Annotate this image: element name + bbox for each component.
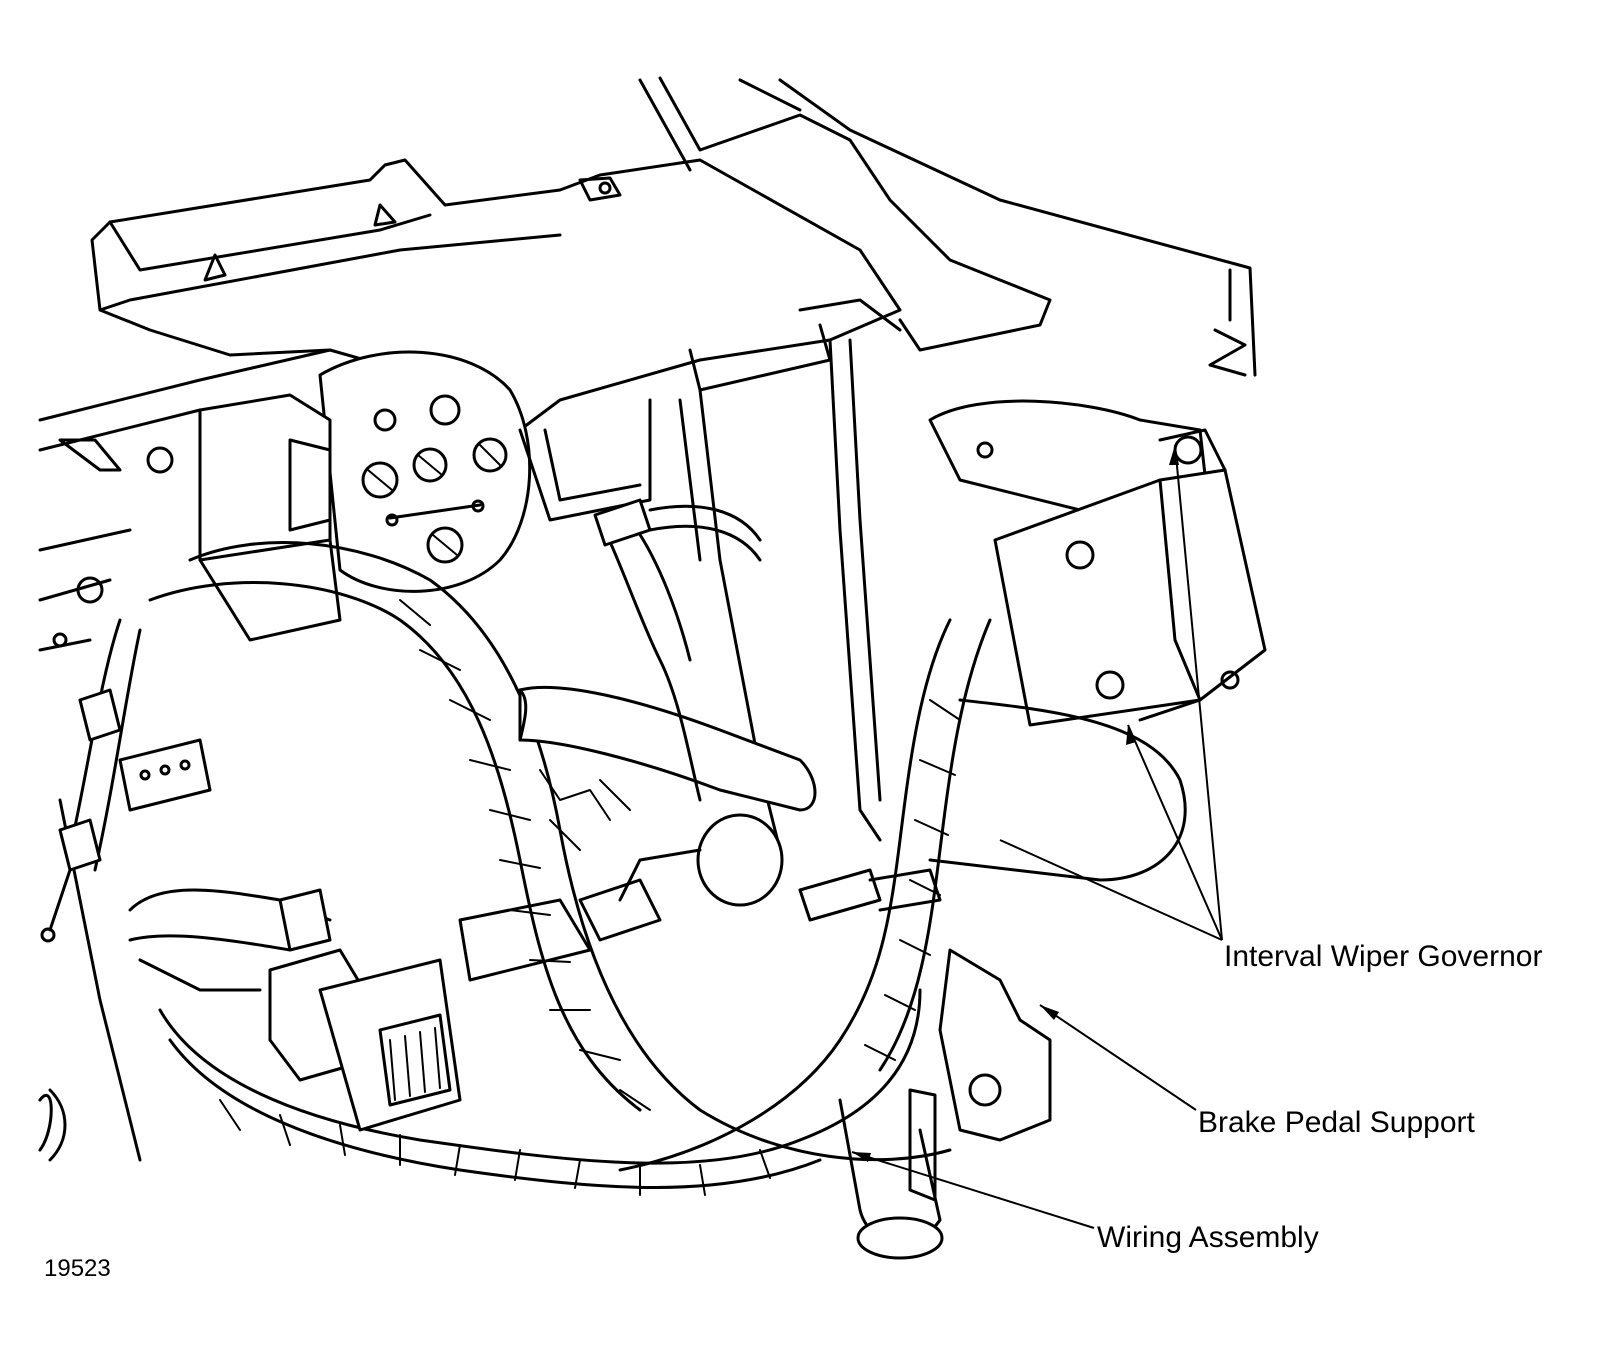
center-brackets (518, 338, 882, 852)
callout-brake-pedal-support: Brake Pedal Support (1198, 1106, 1475, 1139)
leader-lines (851, 444, 1223, 1229)
interval-wiper-governor-module (928, 399, 1267, 727)
bulkhead-plate (318, 350, 532, 593)
left-harness-drop (40, 618, 212, 943)
cowl-panel (638, 76, 1257, 377)
booster-hub (518, 685, 817, 907)
callout-interval-wiper-governor: Interval Wiper Governor (1224, 940, 1543, 973)
figure-number: 19523 (44, 1255, 111, 1282)
dash-upper-duct (90, 158, 902, 432)
connector-cluster (128, 878, 662, 1132)
callout-wiring-assembly: Wiring Assembly (1097, 1221, 1319, 1254)
center-wire-bundle (593, 498, 942, 922)
relay-block (198, 393, 342, 642)
